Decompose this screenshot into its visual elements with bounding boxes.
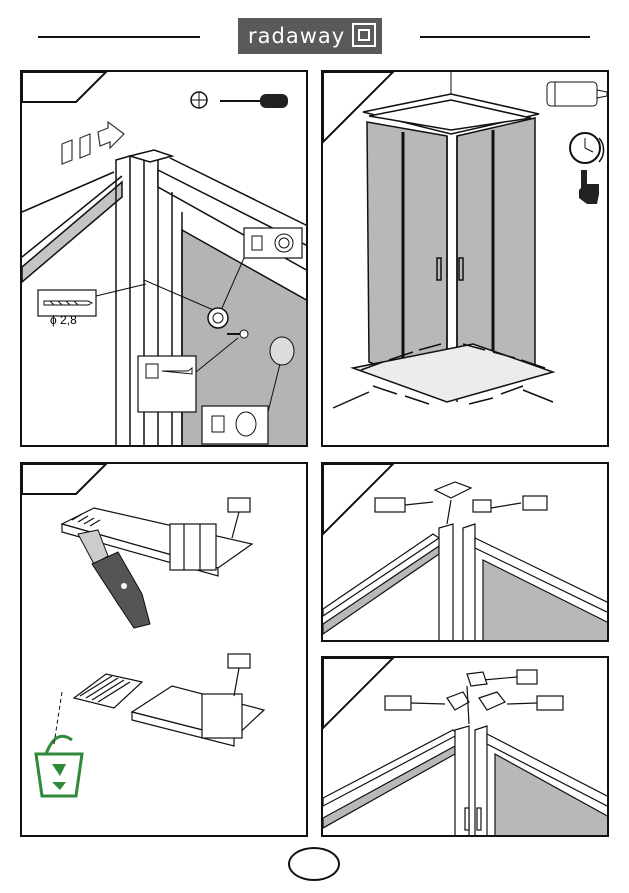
page-number-oval <box>288 847 340 881</box>
header-rule-left <box>38 36 200 38</box>
brand-logo: radaway <box>238 18 382 54</box>
step-2-panel <box>321 70 609 447</box>
step-3-panel <box>20 462 308 837</box>
direction-arrows-icon <box>62 122 124 164</box>
step-number-tab <box>323 658 393 728</box>
corner-cap-drawing <box>323 482 609 642</box>
step-number-tab <box>22 72 106 102</box>
header-rule-right <box>420 36 590 38</box>
shower-enclosure-drawing <box>333 72 553 408</box>
radaway-square-logo-icon <box>352 23 376 47</box>
press-hand-icon <box>579 170 599 204</box>
top-cap-drawing <box>323 670 609 837</box>
step-1-panel: ϕ 2,8 <box>20 70 308 447</box>
recycle-bin-icon <box>36 692 82 796</box>
drill-diameter-label: ϕ 2,8 <box>50 313 77 327</box>
step-4-panel <box>321 462 609 642</box>
silicone-cartridge-icon <box>547 82 607 106</box>
cut-pieces-drawing <box>74 654 264 746</box>
brand-name: radaway <box>248 18 345 54</box>
clock-icon <box>570 133 604 163</box>
step-5-panel <box>321 656 609 837</box>
screwdriver-icon <box>191 92 288 108</box>
step-number-tab <box>22 464 106 494</box>
